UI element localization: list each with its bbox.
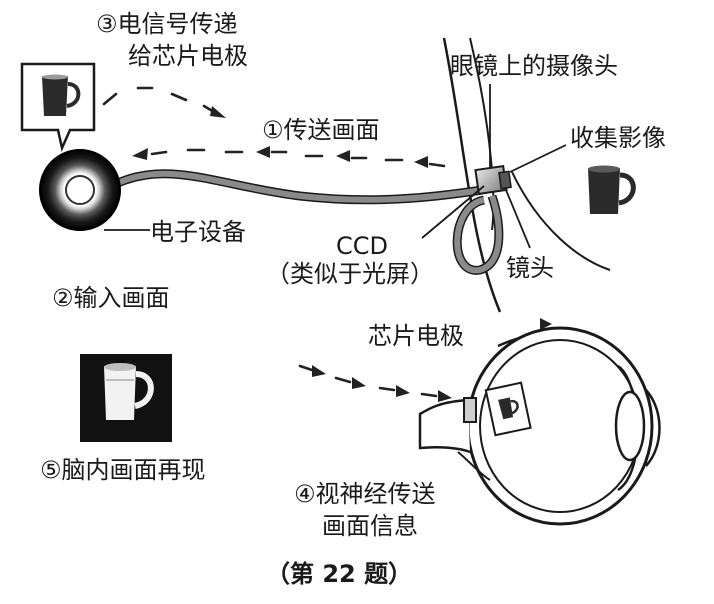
arrow-step3 xyxy=(102,86,226,118)
leader-lens xyxy=(505,189,531,249)
arrow-eye-arc xyxy=(540,318,552,330)
arrow-chip xyxy=(298,364,452,402)
cup-icon-inverted xyxy=(104,363,154,420)
chip-electrode xyxy=(463,397,477,423)
cup-icon xyxy=(588,165,636,214)
leader-ccd xyxy=(421,185,485,239)
label-ccd-desc: （类似于光屏） xyxy=(266,260,434,288)
device-ring-icon xyxy=(39,149,121,231)
retina-image xyxy=(484,381,532,437)
label-collect: 收集影像 xyxy=(570,124,666,152)
label-camera: 眼镜上的摄像头 xyxy=(450,52,618,80)
label-chip: 芯片电极 xyxy=(368,322,464,350)
eye-icon xyxy=(418,326,661,526)
label-step5: ⑤脑内画面再现 xyxy=(40,456,206,484)
arrow-step1 xyxy=(132,146,446,168)
label-step1: ①传送画面 xyxy=(262,116,380,144)
label-step2: ②输入画面 xyxy=(52,284,170,312)
label-step3-line1: ③电信号传递 xyxy=(96,10,238,38)
caption: （第 22 题） xyxy=(266,560,412,588)
speech-bubble xyxy=(20,62,96,152)
glasses-frame-inner-2 xyxy=(511,171,611,271)
label-device: 电子设备 xyxy=(150,218,246,246)
label-ccd: CCD xyxy=(336,232,388,260)
brain-image-box xyxy=(80,354,172,442)
label-step3-line2: 给芯片电极 xyxy=(128,42,248,70)
leader-collect xyxy=(509,144,567,173)
cup-icon xyxy=(42,74,81,116)
label-step4-line2: 画面信息 xyxy=(322,512,418,540)
label-lens: 镜头 xyxy=(506,254,554,282)
optic-nerve xyxy=(418,398,471,454)
label-step4-line1: ④视神经传送 xyxy=(294,480,436,508)
